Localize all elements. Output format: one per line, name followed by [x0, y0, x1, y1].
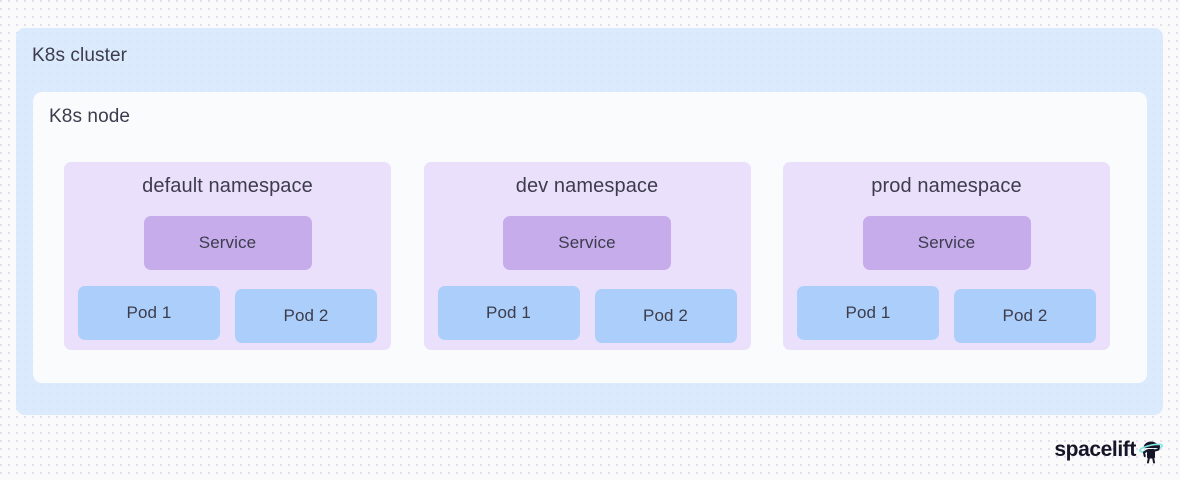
namespace-default: default namespace Service Pod 1 Pod 2	[64, 162, 391, 350]
namespace-title: dev namespace	[515, 175, 659, 197]
namespace-title: prod namespace	[871, 175, 1022, 197]
spacelift-logo: spacelift	[1054, 434, 1166, 466]
pod-row: Pod 1 Pod 2	[797, 286, 1096, 343]
k8s-node-label: K8s node	[49, 106, 131, 127]
namespace-prod: prod namespace Service Pod 1 Pod 2	[783, 162, 1110, 350]
namespace-dev: dev namespace Service Pod 1 Pod 2	[423, 162, 751, 350]
namespace-row: default namespace Service Pod 1 Pod 2 de…	[64, 162, 1110, 352]
pod-box: Pod 1	[437, 286, 580, 340]
astronaut-planet-icon	[1138, 441, 1164, 464]
pod-box: Pod 2	[235, 289, 377, 343]
pod-box: Pod 1	[797, 286, 939, 340]
pod-box: Pod 2	[954, 289, 1096, 343]
pod-box: Pod 1	[78, 286, 220, 340]
service-box: Service	[862, 216, 1031, 270]
namespace-title: default namespace	[142, 175, 313, 197]
service-box: Service	[143, 216, 312, 270]
service-box: Service	[503, 216, 671, 270]
k8s-cluster-label: K8s cluster	[32, 45, 128, 66]
spacelift-wordmark: spacelift	[1054, 438, 1136, 461]
pod-box: Pod 2	[594, 289, 737, 343]
k8s-cluster-container: K8s cluster K8s node default namespace S…	[16, 28, 1163, 415]
k8s-node-container: K8s node default namespace Service Pod 1…	[33, 92, 1147, 383]
pod-row: Pod 1 Pod 2	[78, 286, 377, 343]
pod-row: Pod 1 Pod 2	[437, 286, 737, 343]
